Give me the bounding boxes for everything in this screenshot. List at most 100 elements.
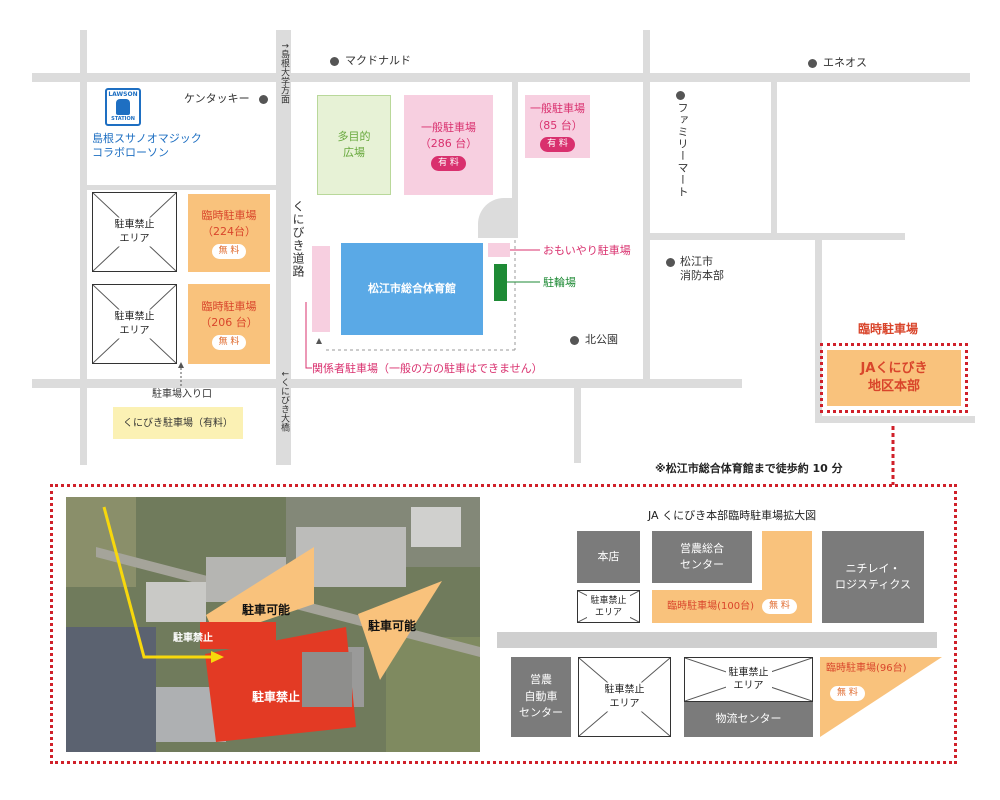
ja-parking-header: 臨時駐車場 bbox=[858, 322, 919, 336]
south-direction-label: ↓くにびき大橋 bbox=[279, 370, 289, 432]
mcdonalds-dot bbox=[330, 57, 339, 66]
kfc-dot bbox=[259, 95, 268, 104]
road-ja-access bbox=[815, 416, 975, 423]
aerial-parking-ok-2: 駐車可能 bbox=[368, 619, 417, 633]
lot-96-title: 臨時駐車場(96台) bbox=[826, 663, 907, 674]
road-vertical-east bbox=[771, 78, 777, 238]
staff-parking-label: 関係者駐車場（一般の方の駐車はできません） bbox=[312, 362, 543, 375]
ja-box-frame: JAくにびき 地区本部 bbox=[820, 343, 968, 413]
road-south-stub bbox=[574, 383, 581, 463]
road-vertical-mid bbox=[512, 78, 518, 198]
einou-sogo-label: 営農総合 センター bbox=[680, 541, 724, 572]
detail-no-parking-2-label: 駐車禁止 エリア bbox=[601, 682, 648, 712]
detail-frame bbox=[50, 484, 957, 764]
kunibiki-road-label: くにびき道路 bbox=[291, 200, 305, 278]
multipurpose-label: 多目的 広場 bbox=[337, 129, 371, 160]
bicycle-label: 駐輪場 bbox=[543, 276, 576, 289]
lot-100-upper bbox=[762, 531, 812, 591]
lawson-logo-bottom: STATION bbox=[111, 116, 135, 122]
general-85-count: （85 台） bbox=[532, 118, 583, 132]
north-direction-label: ↑島根大学方面 bbox=[279, 42, 289, 104]
building-nichirei: ニチレイ・ ロジスティクス bbox=[822, 531, 924, 623]
aerial-no-parking-2: 駐車禁止 bbox=[252, 690, 301, 704]
road-horizontal-top bbox=[32, 73, 970, 82]
building-logistics: 物流センター bbox=[684, 702, 813, 737]
fire-dept-dot bbox=[666, 258, 675, 267]
kita-park-dot bbox=[570, 336, 579, 345]
eneos-dot bbox=[808, 59, 817, 68]
aerial-parking-ok-1: 駐車可能 bbox=[242, 603, 291, 617]
eneos-label: エネオス bbox=[823, 56, 867, 69]
general-parking-85: 一般駐車場 （85 台） 有 料 bbox=[525, 95, 590, 158]
building-einou-sogo: 営農総合 センター bbox=[652, 531, 752, 583]
mcdonalds-label: マクドナルド bbox=[345, 54, 411, 67]
building-honten: 本店 bbox=[577, 531, 640, 583]
kunibiki-parking: くにびき駐車場（有料） bbox=[113, 407, 243, 439]
aerial-photo: 駐車可能 駐車可能 駐車禁止 駐車禁止 bbox=[66, 497, 480, 752]
temp-parking-224: 臨時駐車場 （224台） 無 料 bbox=[188, 194, 270, 272]
temp-parking-206: 臨時駐車場 （206 台） 無 料 bbox=[188, 284, 270, 364]
fire-dept-label: 松江市 消防本部 bbox=[680, 255, 724, 283]
lot-100-fee: 無 料 bbox=[762, 599, 797, 614]
detail-no-parking-3-label: 駐車禁止 エリア bbox=[725, 665, 772, 694]
staff-parking-strip bbox=[312, 246, 330, 332]
ja-box: JAくにびき 地区本部 bbox=[827, 350, 961, 406]
milk-can-icon bbox=[116, 99, 130, 115]
general-286-count: （286 台） bbox=[419, 137, 478, 150]
no-parking-2-label: 駐車禁止 エリア bbox=[111, 309, 158, 339]
temp-206-title: 臨時駐車場 bbox=[201, 299, 257, 313]
temp-206-count: （206 台） bbox=[200, 316, 258, 329]
temp-224-title: 臨時駐車場 bbox=[201, 208, 257, 222]
road-kunibiki bbox=[276, 30, 291, 465]
familymart-label: ファミリーマート bbox=[676, 102, 689, 198]
no-parking-area-1: 駐車禁止 エリア bbox=[92, 192, 177, 272]
no-parking-area-2: 駐車禁止 エリア bbox=[92, 284, 177, 364]
aerial-photo-art bbox=[66, 497, 480, 752]
lawson-logo: LAWSON STATION bbox=[105, 88, 141, 126]
detail-title: JA くにびき本部臨時駐車場拡大図 bbox=[648, 509, 817, 522]
temp-224-fee: 無 料 bbox=[211, 243, 247, 259]
kunibiki-parking-label: くにびき駐車場（有料） bbox=[123, 417, 233, 429]
lawson-logo-top: LAWSON bbox=[108, 91, 138, 98]
honten-label: 本店 bbox=[597, 549, 620, 563]
general-85-fee: 有 料 bbox=[540, 137, 575, 152]
road-parking-loop bbox=[80, 185, 280, 190]
lot-100-title: 臨時駐車場(100台) bbox=[667, 601, 754, 612]
parking-loop-turn bbox=[478, 198, 518, 238]
temp-224-count: （224台） bbox=[202, 225, 256, 238]
ja-box-label: JAくにびき 地区本部 bbox=[860, 360, 928, 394]
general-parking-286: 一般駐車場 （286 台） 有 料 bbox=[404, 95, 493, 195]
detail-no-parking-1-label: 駐車禁止 エリア bbox=[587, 593, 630, 620]
temp-206-fee: 無 料 bbox=[211, 334, 247, 350]
general-286-title: 一般駐車場 bbox=[421, 120, 476, 134]
general-85-title: 一般駐車場 bbox=[530, 102, 585, 115]
gymnasium-label: 松江市総合体育館 bbox=[368, 281, 456, 295]
road-vertical-right bbox=[643, 30, 650, 385]
omoiyari-label: おもいやり駐車場 bbox=[543, 244, 631, 257]
detail-road bbox=[497, 632, 937, 648]
detail-no-parking-1: 駐車禁止 エリア bbox=[577, 590, 640, 623]
gymnasium: 松江市総合体育館 bbox=[341, 243, 483, 335]
road-horizontal-bottom bbox=[32, 379, 742, 388]
bicycle-parking-block bbox=[494, 264, 507, 301]
lot-96-fee: 無 料 bbox=[830, 686, 865, 701]
walk-note: ※松江市総合体育館まで徒歩約 10 分 bbox=[655, 462, 843, 475]
multipurpose-plaza: 多目的 広場 bbox=[317, 95, 391, 195]
no-parking-1-label: 駐車禁止 エリア bbox=[111, 217, 158, 247]
omoiyari-parking-block bbox=[488, 243, 510, 257]
road-vertical-left bbox=[80, 30, 87, 465]
familymart-dot bbox=[676, 91, 685, 100]
aerial-no-parking-1: 駐車禁止 bbox=[173, 633, 213, 644]
parking-entrance-label: 駐車場入り口 bbox=[152, 389, 212, 400]
lot-96-shape bbox=[820, 657, 942, 737]
detail-no-parking-2: 駐車禁止 エリア bbox=[578, 657, 671, 737]
logistics-label: 物流センター bbox=[715, 712, 782, 726]
detail-no-parking-3: 駐車禁止 エリア bbox=[684, 657, 813, 702]
lot-100: 臨時駐車場(100台) 無 料 bbox=[652, 590, 812, 623]
einou-car-label: 営農 自動車 センター bbox=[519, 673, 563, 720]
kita-park-label: 北公園 bbox=[585, 333, 618, 346]
kfc-label: ケンタッキー bbox=[184, 92, 250, 105]
general-286-fee: 有 料 bbox=[431, 155, 466, 171]
road-vertical-far-east bbox=[815, 233, 822, 423]
